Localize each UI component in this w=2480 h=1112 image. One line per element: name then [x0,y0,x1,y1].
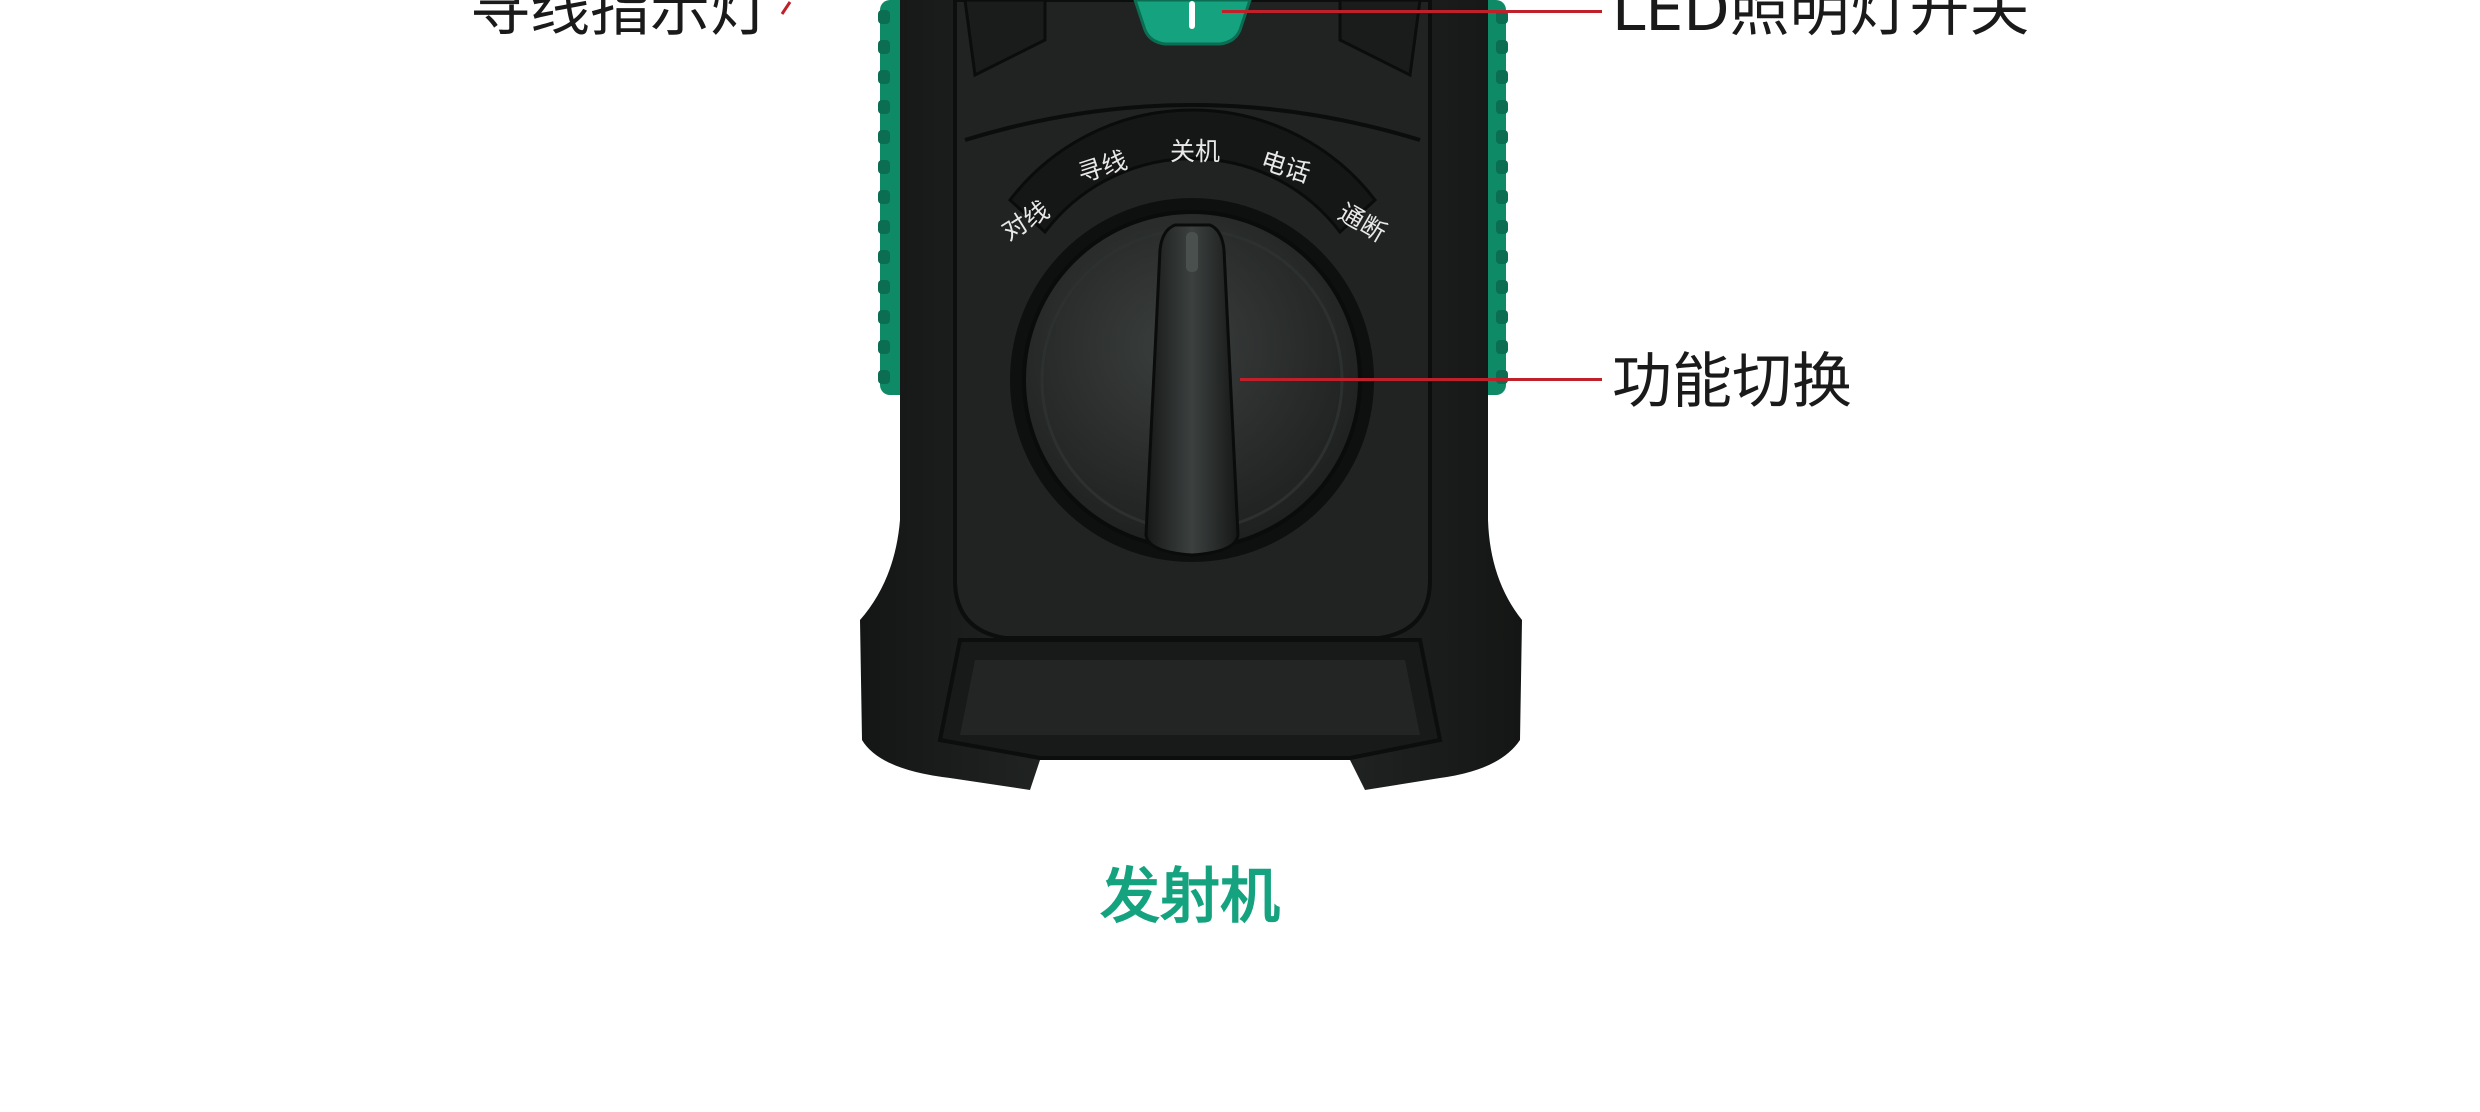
device-name-caption: 发射机 [1100,862,1280,932]
led-switch-button[interactable] [1133,0,1252,46]
function-switch-callout-line [1240,378,1602,381]
function-switch-label: 功能切换 [1612,347,1852,417]
led-switch-callout-line [1222,10,1602,13]
wire-tracing-indicator-label: 寻线指示灯 [470,0,770,45]
mode-selector-arc [1007,108,1378,235]
knob-pointer [1144,223,1240,557]
led-light-switch-label: LED照明灯开关 [1612,0,2030,45]
mode-label-off: 关机 [1170,137,1220,166]
function-knob[interactable] [1010,198,1374,562]
